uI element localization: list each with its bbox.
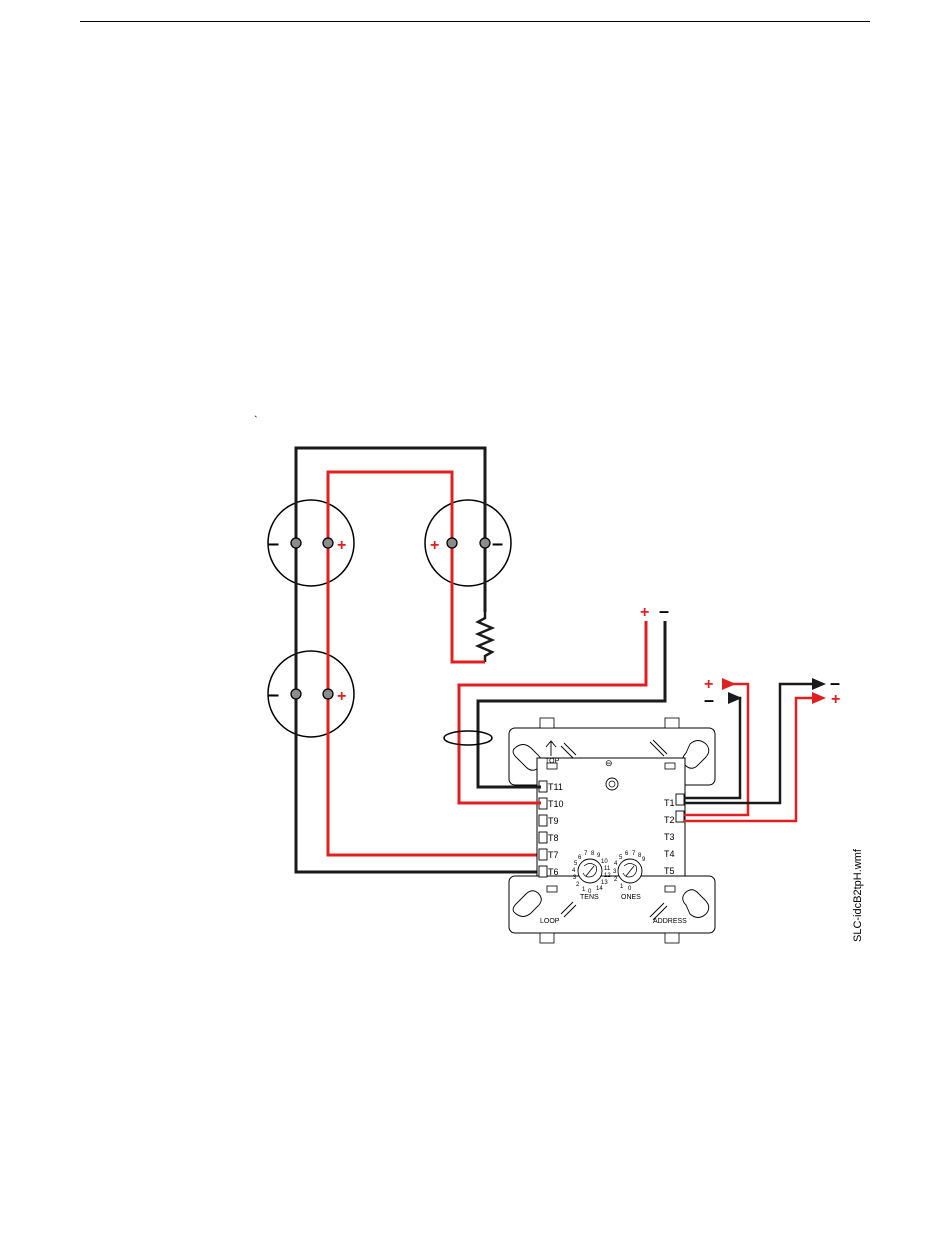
tens-rotary-switch[interactable] [578, 859, 602, 883]
svg-text:–: – [659, 601, 669, 621]
loop-label: LOOP [540, 918, 560, 925]
terminal-t4: T4 [664, 849, 675, 859]
stray-mark: ` [254, 415, 258, 427]
svg-text:12: 12 [604, 873, 611, 879]
terminal-t8: T8 [548, 833, 559, 843]
slc-input-polarity: + – [640, 601, 669, 621]
terminal-t7: T7 [548, 850, 559, 860]
arrow-in-plus-icon [722, 678, 736, 690]
twisted-pair-marker [444, 731, 492, 745]
arrow-out-minus-icon [812, 678, 826, 690]
svg-text:+: + [337, 537, 346, 554]
svg-text:14: 14 [596, 886, 603, 892]
negative-loop-wire [296, 448, 541, 872]
svg-text:+: + [337, 688, 346, 705]
svg-text:+: + [640, 604, 649, 621]
slc-right-polarity: + – – + [704, 673, 840, 710]
detector-1-polarity: – + [268, 533, 346, 555]
address-label: ADDRESS [653, 918, 687, 925]
terminal-t3: T3 [664, 832, 675, 842]
svg-text:+: + [430, 537, 439, 554]
detector-3-polarity: – + [268, 684, 346, 706]
top-label: TOP [545, 758, 560, 765]
terminal-t1: T1 [664, 798, 675, 808]
module-body [537, 758, 685, 886]
ones-rotary-switch[interactable] [618, 859, 642, 883]
svg-text:–: – [268, 533, 279, 555]
terminal-t9: T9 [548, 816, 559, 826]
svg-text:+: + [831, 691, 840, 708]
terminal-t10: T10 [548, 799, 564, 809]
svg-text:–: – [830, 673, 840, 693]
terminal-t5: T5 [664, 866, 675, 876]
slc-arrowheads [722, 678, 826, 704]
tens-label: TENS [580, 894, 599, 901]
control-module: TOP ⊖ T11 T10 T9 T8 T7 T6 T1 T2 T3 T4 [509, 718, 715, 943]
arrow-out-plus-icon [812, 692, 826, 704]
svg-text:–: – [268, 684, 279, 706]
terminal-t2: T2 [664, 815, 675, 825]
svg-text:–: – [704, 690, 714, 710]
end-of-line-resistor [478, 612, 492, 662]
terminal-t11: T11 [548, 782, 563, 792]
svg-text:–: – [492, 533, 503, 555]
svg-text:10: 10 [601, 859, 608, 865]
svg-text:11: 11 [604, 866, 611, 872]
figure-file-label: SLC-idcB2tpH.wmf [852, 848, 864, 942]
base-terminal-screws [291, 538, 490, 699]
led-symbol-icon: ⊖ [605, 758, 613, 768]
detector-2-polarity: + – [430, 533, 503, 555]
terminal-t6: T6 [548, 867, 559, 877]
ones-label: ONES [621, 894, 641, 901]
